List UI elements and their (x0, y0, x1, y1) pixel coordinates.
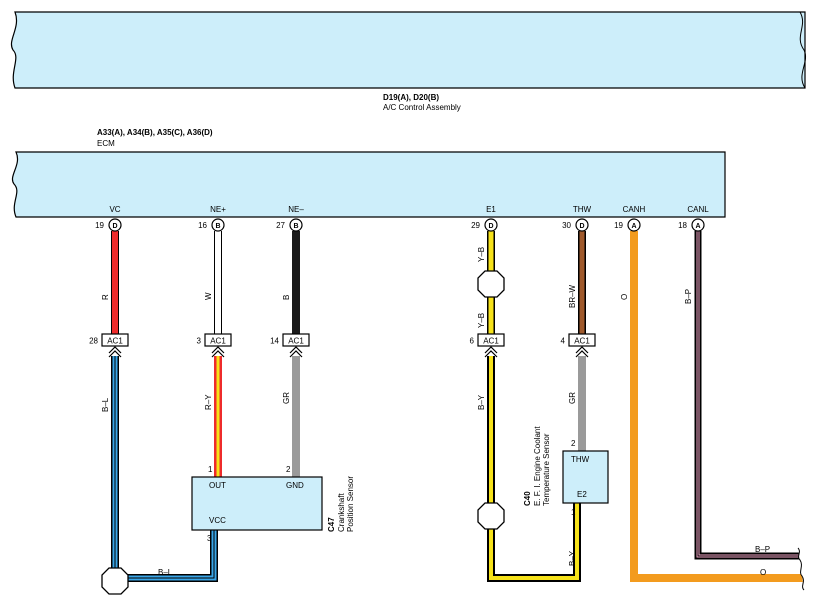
wire-label-canl-right: B–P (755, 545, 770, 554)
coolant-sensor-box (562, 450, 609, 504)
wire-label-thw-lower: GR (568, 392, 577, 404)
junction-chevrons (108, 346, 589, 358)
crank-sensor-name-2: Position Sensor (346, 476, 355, 532)
junction-pin-ne-plus: 3 (197, 337, 202, 346)
wire-label-vc-upper: R (101, 294, 110, 300)
wire-label-vcc-bottom: B–L (158, 568, 173, 577)
crank-gnd-label: GND (286, 481, 304, 490)
ecm-name: ECM (97, 139, 115, 148)
wire-canh (630, 231, 805, 582)
pin-signal-thw: THW (573, 205, 592, 214)
wire-label-e1-mid: Y–B (477, 313, 486, 328)
crank-sensor-code: C47 (327, 517, 336, 532)
coolant-pin-thw: 2 (571, 439, 576, 448)
pin-signal-vc: VC (109, 205, 120, 214)
junction-pin-e1: 6 (470, 337, 475, 346)
ac-assembly-name: A/C Control Assembly (383, 103, 461, 112)
ecm-box (12, 151, 726, 218)
ecm-connectors: A33(A), A34(B), A35(C), A36(D) (97, 128, 213, 137)
wire-label-ne-plus-lower: R–Y (204, 394, 213, 410)
junction-label-vc: AC1 (107, 337, 123, 346)
splice-point-e1-lower (477, 502, 505, 530)
wire-label-canh: O (620, 294, 629, 300)
crank-vcc-label: VCC (209, 516, 226, 525)
crankshaft-sensor-box (191, 476, 323, 531)
pin-signal-e1: E1 (486, 205, 496, 214)
pin-number-canl: 18 (678, 221, 687, 230)
wire-label-ne-plus-upper: W (204, 292, 213, 300)
wire-label-canl: B–P (684, 289, 693, 304)
coolant-thw-label: THW (571, 455, 590, 464)
pin-number-ne-plus: 16 (198, 221, 207, 230)
pin-number-thw: 30 (562, 221, 571, 230)
ac-assembly-connectors: D19(A), D20(B) (383, 93, 439, 102)
junction-label-ne-minus: AC1 (288, 337, 304, 346)
pin-signal-ne-minus: NE– (288, 205, 304, 214)
wire-label-vc-lower: B–L (101, 397, 110, 412)
wire-label-ne-minus-lower: GR (282, 392, 291, 404)
coolant-sensor-code: C40 (523, 491, 532, 506)
junction-pin-ne-minus: 14 (270, 337, 279, 346)
pin-number-ne-minus: 27 (276, 221, 285, 230)
wire-label-thw-upper: BR–W (568, 284, 577, 308)
junction-label-thw: AC1 (574, 337, 590, 346)
conn-letter-thw: D (579, 223, 584, 230)
pin-signal-canl: CANL (687, 205, 709, 214)
pin-signal-canh: CANH (623, 205, 646, 214)
wire-label-canh-right: O (760, 568, 766, 577)
wire-vc-lower (112, 356, 217, 581)
wire-label-e2-lower: B–Y (568, 550, 577, 566)
crank-pin-out: 1 (208, 465, 213, 474)
conn-letter-canh: A (631, 223, 636, 230)
junction-pin-thw: 4 (561, 337, 566, 346)
coolant-sensor-name-1: E. F. I. Engine Coolant (533, 426, 542, 506)
conn-letter-e1: D (488, 223, 493, 230)
crank-pin-gnd: 2 (286, 465, 291, 474)
junction-pin-vc: 28 (89, 337, 98, 346)
wire-label-e1-lower: B–Y (477, 394, 486, 410)
coolant-sensor-name-2: Temperature Sensor (542, 433, 551, 506)
coolant-pin-e2: 1 (571, 508, 576, 517)
conn-letter-vc: D (112, 223, 117, 230)
pin-number-e1: 29 (471, 221, 480, 230)
pin-number-canh: 19 (614, 221, 623, 230)
pin-signal-ne-plus: NE+ (210, 205, 226, 214)
coolant-e2-label: E2 (577, 490, 587, 499)
wire-label-ne-minus-upper: B (282, 295, 291, 300)
splice-point-vc (101, 567, 129, 595)
crank-out-label: OUT (209, 481, 226, 490)
ac-control-assembly-box (11, 11, 806, 89)
junction-label-ne-plus: AC1 (210, 337, 226, 346)
junction-connectors (101, 333, 596, 347)
ecm-pin-connectors (108, 218, 705, 232)
conn-letter-ne-plus: B (215, 223, 220, 230)
crank-sensor-name-1: Crankshaft (337, 493, 346, 532)
splice-point-e1-upper (477, 270, 505, 298)
wire-label-e1-top: Y–B (477, 247, 486, 262)
junction-label-e1: AC1 (483, 337, 499, 346)
conn-letter-canl: A (695, 223, 700, 230)
crank-pin-vcc: 3 (207, 534, 212, 543)
pin-number-vc: 19 (95, 221, 104, 230)
wire-e1-lower (489, 356, 579, 580)
wire-canl (696, 231, 805, 558)
wire-break-marks (797, 547, 812, 591)
conn-letter-ne-minus: B (293, 223, 298, 230)
